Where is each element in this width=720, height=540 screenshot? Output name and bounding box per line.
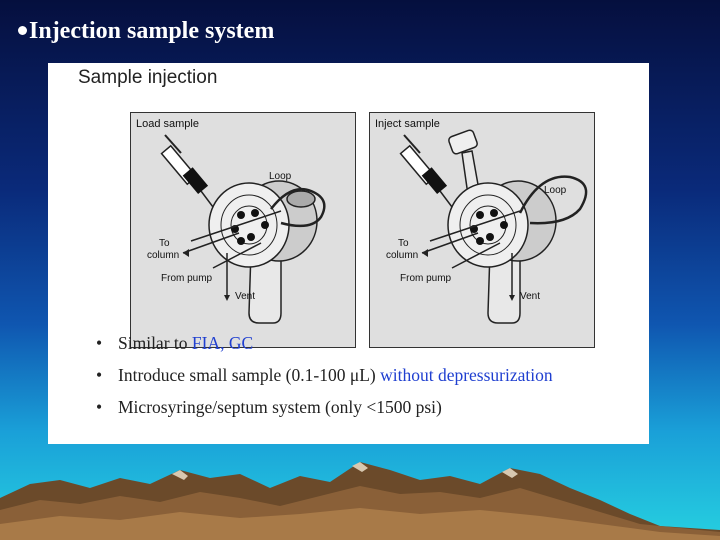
loop-label: Loop (269, 171, 292, 182)
bullet-highlight: without depressurization (380, 365, 553, 385)
bullet-list: • Similar to FIA, GC • Introduce small sam… (96, 333, 553, 429)
from-pump-label: From pump (400, 273, 452, 284)
bullet-highlight: FIA, GC (191, 333, 254, 353)
to-label: To (159, 238, 170, 249)
bullet-mark: • (96, 333, 103, 353)
inject-sample-label: Inject sample (375, 118, 440, 130)
panel-heading: Sample injection (78, 67, 218, 88)
bullet-mark: • (96, 397, 103, 417)
to-label: To (398, 238, 409, 249)
column-label: column (147, 250, 179, 261)
vent-label: Vent (235, 291, 255, 302)
slide-title: Injection sample system (18, 18, 274, 45)
bullet-text: Microsyringe/septum system (only <1500 p… (118, 397, 442, 417)
bullet-text: Introduce small sample (0.1-100 μL) (118, 365, 381, 385)
list-item: • Microsyringe/septum system (only <1500 … (96, 397, 553, 418)
content-panel: Sample injection (48, 63, 649, 444)
list-item: • Introduce small sample (0.1-100 μL) wit… (96, 365, 553, 386)
list-item: • Similar to FIA, GC (96, 333, 553, 354)
vent-label: Vent (520, 291, 540, 302)
loop-label: Loop (544, 185, 567, 196)
load-sample-label: Load sample (136, 118, 199, 130)
load-sample-diagram: Loop To column From pump Vent Load sampl… (130, 112, 356, 348)
from-pump-label: From pump (161, 273, 213, 284)
mountain-landscape (0, 462, 720, 540)
inject-sample-valve-drawing: Loop To column From pump Vent (386, 129, 588, 324)
column-label: column (386, 250, 418, 261)
load-sample-valve-drawing: Loop To column From pump Vent (147, 134, 326, 324)
bullet-mark: • (96, 365, 103, 385)
title-bullet-icon (18, 26, 27, 35)
bullet-text: Similar to (118, 333, 192, 353)
slide-title-text: Injection sample system (29, 18, 275, 44)
inject-sample-diagram: Loop To column From pump Vent Inject sam… (369, 112, 595, 348)
